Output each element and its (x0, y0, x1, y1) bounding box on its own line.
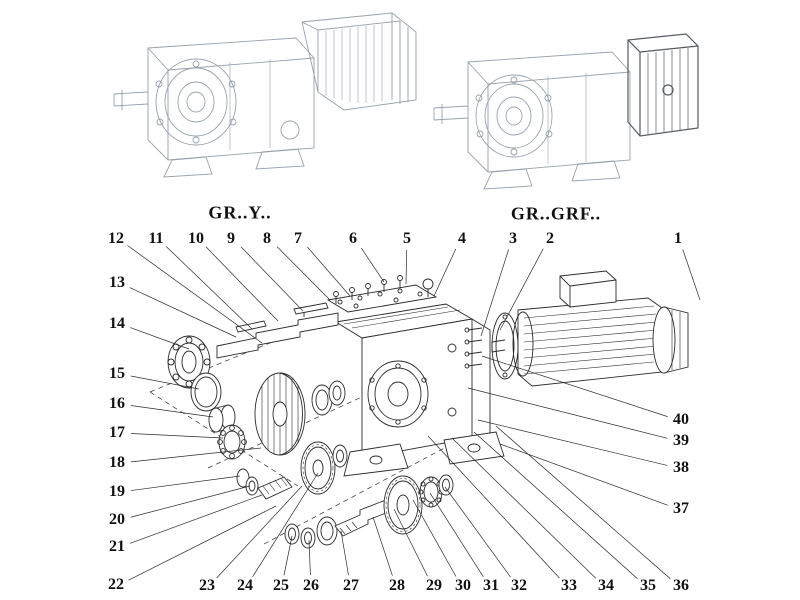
gear-housing (326, 284, 505, 477)
washer (328, 380, 346, 406)
model-label-gr-grf: GR..GRF.. (510, 203, 602, 224)
leader-line-34 (451, 437, 597, 579)
leader-line-35 (473, 431, 638, 579)
inspection-cover (326, 284, 438, 313)
leader-line-19 (130, 475, 241, 491)
assembled-view-gr-y (113, 12, 417, 178)
leader-line-40 (481, 355, 668, 417)
leader-line-5 (405, 249, 408, 285)
leader-line-24 (252, 472, 319, 577)
brake-block (627, 33, 699, 137)
leader-line-30 (412, 499, 457, 577)
input-shaft (216, 302, 339, 359)
assembled-view-gr-grf (433, 33, 699, 190)
mounting-foot-right (443, 431, 505, 465)
leader-line-18 (130, 447, 262, 463)
leader-line-32 (444, 486, 511, 578)
leader-line-36 (495, 425, 671, 580)
leader-line-31 (429, 492, 484, 577)
leader-line-13 (129, 287, 237, 338)
leader-line-20 (130, 485, 251, 518)
spacer-sleeve (208, 404, 236, 433)
terminal-box (559, 270, 617, 308)
leader-line-21 (130, 494, 263, 544)
leader-line-37 (499, 443, 668, 506)
leader-line-2 (499, 248, 544, 331)
leader-line-1 (682, 249, 701, 301)
model-label-gr-y: GR..Y.. (208, 202, 272, 223)
leader-line-38 (477, 419, 668, 466)
leader-line-8 (276, 246, 331, 301)
leader-line-28 (372, 516, 393, 576)
leader-line-11 (165, 246, 253, 330)
leader-line-6 (360, 247, 385, 283)
output-shaft-set (284, 474, 454, 549)
leader-line-33 (427, 435, 560, 579)
leader-line-15 (130, 375, 200, 390)
mounting-foot-left (343, 443, 409, 477)
ball-bearing-small (311, 384, 333, 416)
motor (464, 270, 689, 387)
shaft-key (235, 320, 267, 333)
leader-line-23 (216, 485, 303, 579)
fasteners-top (299, 275, 434, 317)
leader-line-9 (240, 246, 304, 312)
leader-line-14 (130, 327, 190, 350)
leader-line-17 (130, 433, 224, 439)
seal-ring (190, 372, 222, 412)
leader-line-39 (467, 387, 668, 439)
leader-line-12 (127, 245, 263, 344)
shaft-key (293, 302, 329, 315)
leader-line-7 (307, 246, 351, 297)
helical-gear-large (254, 372, 306, 456)
leader-line-22 (128, 505, 277, 581)
leader-line-25 (283, 535, 293, 576)
leader-line-10 (205, 246, 279, 322)
eye-bolt (422, 278, 434, 290)
leader-line-27 (340, 530, 349, 576)
leader-line-3 (480, 249, 509, 337)
leader-lines (127, 245, 701, 581)
leader-line-4 (433, 248, 457, 297)
leader-line-16 (130, 405, 214, 418)
leader-line-29 (393, 508, 428, 577)
intermediate-gear-set (236, 441, 348, 500)
leader-line-26 (308, 539, 311, 576)
